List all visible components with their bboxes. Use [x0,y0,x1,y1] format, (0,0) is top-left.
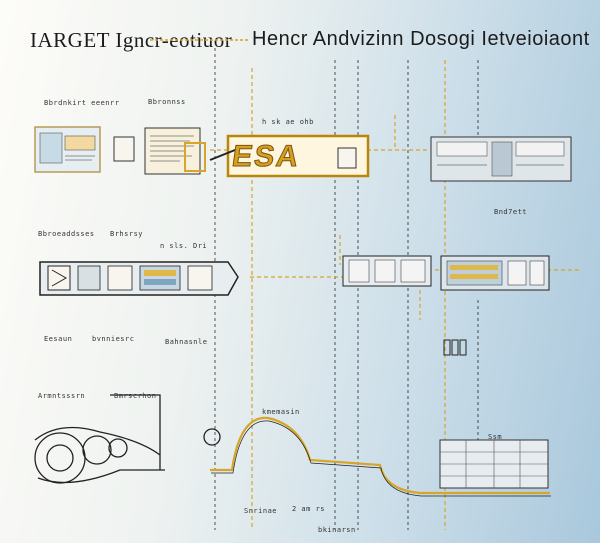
component-box-1 [34,126,135,173]
panel-middle-right [440,255,550,291]
logo-connector [209,147,241,161]
label-s2: Bbronnss [148,98,186,106]
label-s9: bvnniesrc [92,335,135,343]
label-s13: kmemasin [262,408,300,416]
title-right: Hencr Andvizinn Dosogi Ietveioiaont [252,28,590,50]
label-s16: 2 am rs [292,505,326,513]
panel-middle [342,255,432,287]
label-s8: Eesaun [44,335,73,343]
label-s5: Bbroeaddsses [38,230,95,238]
panel-top-right [430,136,572,182]
label-s3: h sk ae ohb [262,118,314,126]
machine-sketch [34,394,221,484]
label-s7: n sls. Dri [160,242,208,250]
title-left: IARGET Igncr-eotiuor [30,28,233,52]
panel-bottom-right [439,439,549,489]
label-s4: Bnd7ett [494,208,528,216]
vertical-guides [214,48,479,530]
label-s10: Bahnasnle [165,338,208,346]
label-s14: Ssm [488,433,503,441]
document-block [144,127,206,175]
label-s11: Armntsssrn [38,392,86,400]
label-s6: Brhsrsy [110,230,144,238]
small-glyph-cluster [443,339,467,356]
conveyor-block [39,261,239,296]
label-s15: Snrinae [244,507,278,515]
label-s12: Bmrscrhon [114,392,157,400]
label-s17: bkinarsn [318,526,356,534]
logo-text: ESA [230,140,303,174]
logo-side-badge [337,147,357,169]
label-s1: Bbrdnkirt eeenrr [44,99,120,107]
flow-curve [210,416,551,497]
